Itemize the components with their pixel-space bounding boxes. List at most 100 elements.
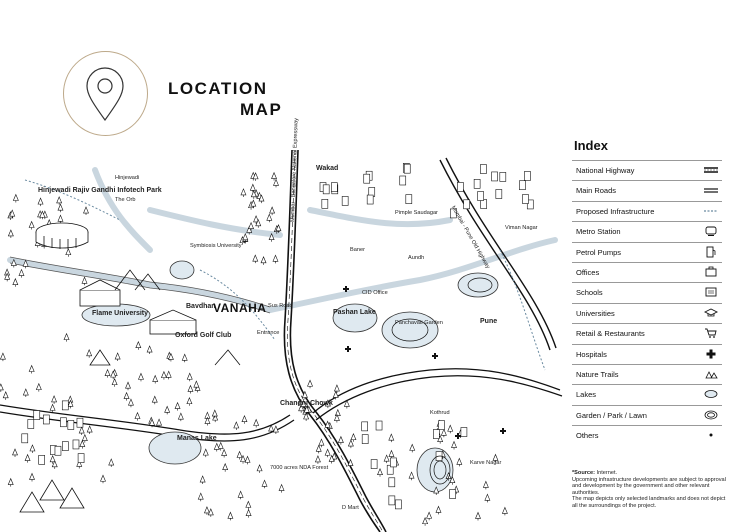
proposed-infrastructure [24,179,546,371]
tree-icon [252,254,259,264]
building-icon [42,414,50,425]
tree-icon [449,475,456,485]
tree-icon [76,459,83,469]
metro-station-icon [705,226,717,237]
tree-icon [244,455,251,465]
tree-icon [67,399,74,409]
tree-icon [2,391,9,400]
project-vanaha: VANAHA [213,301,267,315]
building-icon [77,453,85,463]
tree-icon [49,403,56,413]
school-icon [705,287,717,297]
tree-icon [7,477,14,487]
tree-icon [333,413,340,423]
tree-icon [501,506,508,516]
tree-icon [377,467,383,477]
tree-icon [0,352,6,362]
tree-icon [51,395,58,404]
building-icon [60,417,67,428]
garden-icons [391,277,493,485]
tree-icon [78,426,85,436]
legend-label: Petrol Pumps [576,247,622,257]
tree-icon [108,458,115,468]
tree-icon [248,221,255,231]
tree-icon [204,416,211,426]
building-icon [341,196,349,206]
tree-icon [447,424,454,434]
others-dot-icon [709,433,713,437]
label-sus-road: Sus Road [268,303,293,309]
legend-row: Lakes [572,384,722,404]
building-icon [460,427,468,437]
tree-icon [4,272,11,282]
tree-icon [28,220,35,230]
tree-icon [111,377,118,387]
building-icon [491,171,498,182]
tree-icon [453,485,460,495]
tree-icon [255,219,262,228]
tree-icon [199,475,206,485]
tree-icon [253,418,260,428]
legend-label: Metro Station [576,227,621,237]
national-highway-icon [704,167,718,173]
tree-icon [350,432,357,442]
tree-icon [193,380,200,390]
tree-icon [203,506,210,515]
tree-icon [242,233,249,242]
building-icon [433,429,440,439]
mountain-icons [114,269,241,366]
building-icon [395,499,402,510]
note-line-1: Upcoming infrastructure developments are… [572,476,726,496]
location-pin-icon [86,67,124,122]
tree-icon [128,398,134,408]
nature-trail-icon [705,371,718,379]
tree-icon [0,383,4,392]
tree-icon [207,508,214,517]
tree-icon [328,454,335,464]
forest-trees [0,171,508,526]
tree-icon [65,247,72,257]
building-icon [449,208,457,219]
tree-icon [307,379,313,389]
building-icon [480,164,487,174]
hospital-cross-icon [706,349,716,359]
tree-icon [211,409,218,419]
building-icon [361,421,369,432]
map-canvas [0,150,565,532]
label-manas-lake: Manas Lake [177,435,217,442]
lake-icon [704,390,718,399]
label-karve-nagar: Karve Nagar [470,460,502,466]
legend-label: Main Roads [576,186,617,196]
building-icon [27,419,35,429]
label-oxford-golf-club: Oxford Golf Club [175,332,232,339]
tent-icons [19,349,111,513]
tree-icon [249,183,256,193]
tree-icon [18,268,25,278]
tree-icon [440,428,447,438]
tree-icon [266,213,273,223]
tree-icon [57,203,64,213]
tree-icon [268,424,275,434]
tree-icon [245,508,252,518]
building-icon [388,477,396,488]
index-legend: National Highway Main Roads Proposed Inf… [572,160,722,445]
tree-icon [12,448,18,457]
building-icon [61,400,69,411]
legend-row: Main Roads [572,180,722,200]
legend-row: Proposed Infrastructure [572,200,722,221]
tree-icon [324,420,331,430]
tree-icon [451,440,457,450]
tree-icon [256,464,263,473]
building-icon [21,433,29,444]
building-icon [480,199,487,209]
tree-icon [12,277,19,287]
tree-icon [9,209,16,219]
label-bavdhan: Bavdhan [186,303,216,310]
building-icon [526,199,534,210]
tree-icon [314,455,321,464]
tree-icon [12,193,19,203]
tree-icon [260,256,267,265]
tree-icon [125,381,131,391]
label-hinjewadi-park: Hinjewadi Rajiv Gandhi Infotech Park [38,187,162,194]
tree-icon [49,454,56,464]
